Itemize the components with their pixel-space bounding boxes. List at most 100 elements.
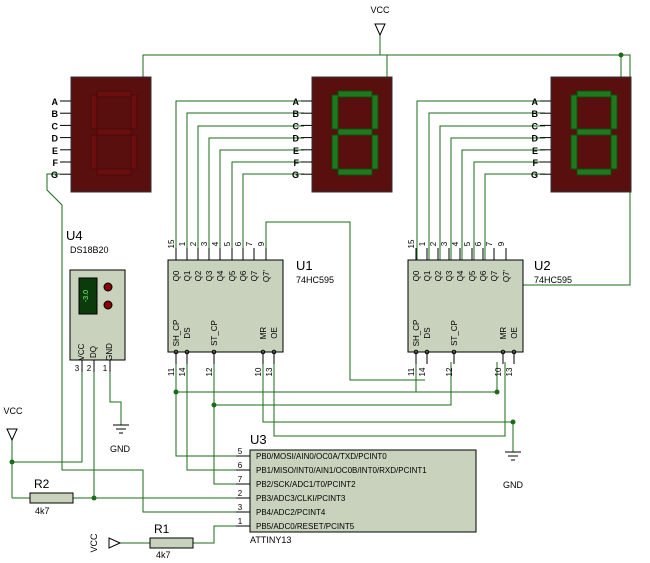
pin-label: Q7' (262, 269, 271, 282)
pin-number: 15 (167, 239, 176, 248)
segment-label: G (292, 170, 299, 180)
wires (11, 35, 631, 544)
resistor-r1[interactable]: R1 4k7 (149, 522, 194, 560)
u1-ref: U1 (296, 258, 313, 273)
u3-chip[interactable]: U3 ATTINY13 (249, 432, 477, 545)
gnd-u2-label: GND (503, 480, 524, 490)
pin-number: 14 (418, 367, 427, 376)
segment-label: G (531, 170, 538, 180)
pin-label: DS (183, 327, 192, 338)
pin-label: Q4 (216, 270, 225, 281)
u3-ref: U3 (250, 432, 267, 447)
segment-label: D (532, 134, 539, 144)
pin-label: Q5 (468, 270, 477, 281)
segment-f (90, 94, 98, 130)
pin-label: Q7 (250, 270, 259, 281)
segment-c (130, 134, 138, 170)
r2-ref: R2 (34, 477, 50, 491)
segment-label: A (293, 97, 300, 107)
segment-d (96, 168, 132, 176)
u4-chip[interactable]: U4 DS18B20 -3.0 (66, 228, 126, 361)
segment-c (610, 134, 618, 170)
svg-text:VCC: VCC (370, 5, 390, 15)
segment-label: F (53, 158, 59, 168)
pin-number: 13 (505, 367, 514, 376)
pin-number: 2 (429, 241, 438, 246)
segment-label: B (52, 109, 59, 119)
pin-number: 3 (75, 364, 80, 373)
segment-g (576, 128, 612, 136)
pin-label: SH_CP (172, 320, 181, 347)
segment-d (337, 168, 373, 176)
segment-g (337, 128, 373, 136)
segment-f (331, 94, 339, 130)
segment-label: D (293, 134, 300, 144)
r1-value: 4k7 (156, 550, 171, 560)
u1-chip[interactable]: U1 74HC595 (167, 258, 334, 353)
pin-label: PB2/SCK/ADC1/T0/PCINT2 (256, 480, 356, 489)
junctions (9, 52, 624, 501)
pin-label: Q5 (228, 270, 237, 281)
pin-label: Q6 (479, 270, 488, 281)
pin-number: 11 (407, 367, 416, 376)
u4-readout: -3.0 (83, 290, 90, 302)
segment-label: A (52, 97, 59, 107)
pin-label: Q3 (205, 270, 214, 281)
resistor-r2[interactable]: R2 4k7 (29, 477, 74, 516)
segment-b (610, 94, 618, 130)
segment-label: F (294, 158, 300, 168)
pin-label: PB4/ADC2/PCINT4 (256, 508, 326, 517)
r1-ref: R1 (154, 522, 170, 536)
pin-number: 5 (223, 241, 232, 246)
pin-label: ST_CP (450, 320, 459, 346)
pin-label: MR (499, 327, 508, 340)
pin-label: PB3/ADC3/CLKI/PCINT3 (256, 494, 346, 503)
u4-ref: U4 (66, 228, 83, 243)
pin-label: PB5/ADC0/RESET/PCINT5 (256, 522, 355, 531)
pin-number: 4 (451, 241, 460, 246)
pin-number: 14 (178, 367, 187, 376)
pin-label: Q1 (423, 270, 432, 281)
u1-part: 74HC595 (296, 275, 334, 285)
vcc-left: VCC (3, 406, 23, 442)
pin-label: GND (105, 343, 114, 361)
segment-label: B (532, 109, 539, 119)
pin-label: VCC (77, 343, 86, 360)
segment-label: B (293, 109, 300, 119)
segment-label: E (52, 146, 58, 156)
pin-label: Q3 (445, 270, 454, 281)
pin-number: 1 (418, 241, 427, 246)
segment-e (90, 134, 98, 170)
pin-label: Q0 (172, 270, 181, 281)
pin-number: 3 (238, 503, 243, 512)
segment-a (337, 90, 373, 98)
pin-label: SH_CP (412, 320, 421, 347)
u2-chip[interactable]: U2 74HC595 (407, 258, 572, 353)
segment-label: C (52, 121, 59, 131)
pin-number: 5 (463, 241, 472, 246)
segment-label: D (52, 134, 59, 144)
pin-number: 5 (238, 447, 243, 456)
pin-number: 6 (238, 461, 243, 470)
pin-number: 6 (234, 241, 243, 246)
pin-number: 1 (103, 364, 108, 373)
segment-label: C (293, 121, 300, 131)
segment-label: A (532, 97, 539, 107)
pin-number: 1 (238, 517, 243, 526)
pin-number: 11 (167, 367, 176, 376)
pin-number: 2 (189, 241, 198, 246)
pin-number: 13 (265, 367, 274, 376)
segment-b (130, 94, 138, 130)
gnd-u4-label: GND (110, 444, 131, 454)
pin-number: 2 (87, 364, 92, 373)
segment-d (576, 168, 612, 176)
segment-label: C (532, 121, 539, 131)
segment-label: E (293, 146, 299, 156)
pin-label: Q2 (434, 270, 443, 281)
